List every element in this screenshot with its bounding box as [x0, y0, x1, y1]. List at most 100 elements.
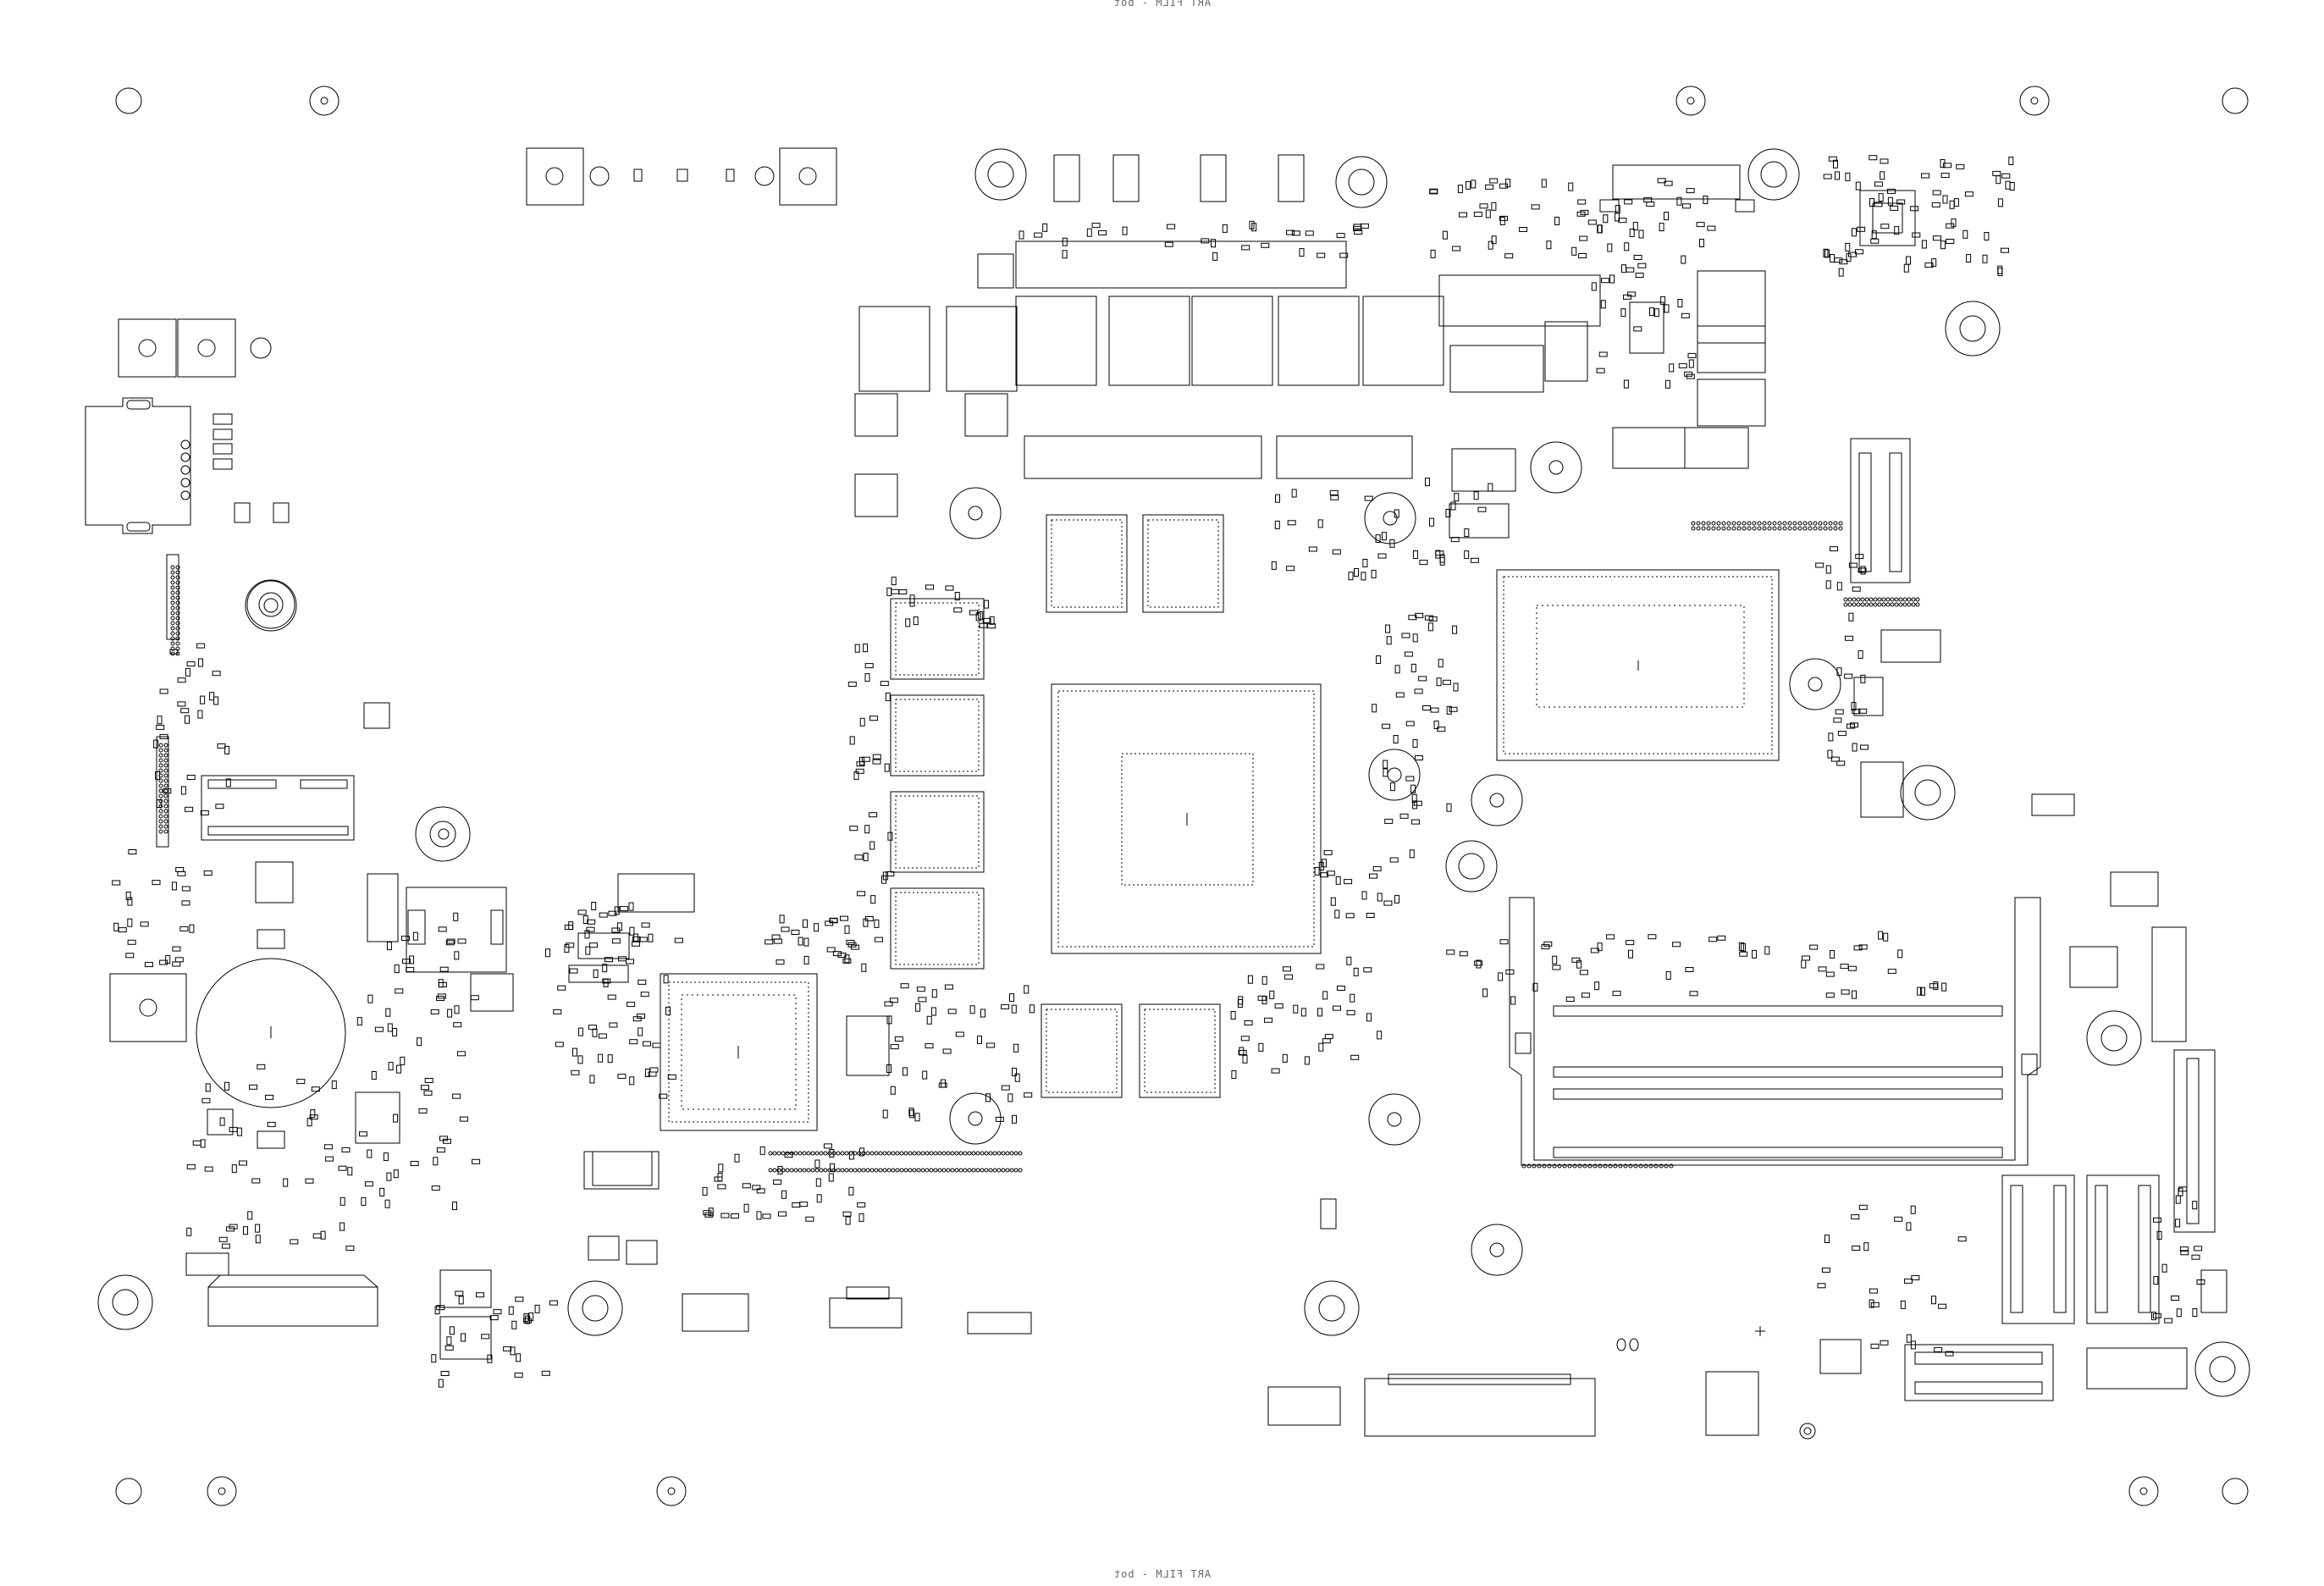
passive-component: [1329, 489, 1339, 495]
passive-component: [1489, 178, 1499, 184]
passive-component: [916, 986, 925, 992]
passive-component: [251, 1178, 261, 1184]
passive-component: [603, 978, 609, 987]
header-pin: [170, 611, 175, 616]
passive-component: [1286, 229, 1294, 235]
passive-component: [1552, 964, 1561, 970]
passive-component: [2008, 157, 2014, 165]
header-pin: [175, 631, 180, 636]
passive-component: [2196, 1279, 2205, 1285]
header-pin: [929, 1168, 934, 1173]
passive-component: [555, 1042, 564, 1047]
passive-component: [1848, 612, 1854, 622]
passive-component: [1912, 232, 1921, 238]
passive-component: [1579, 235, 1588, 241]
header-pin: [802, 1151, 807, 1156]
passive-component: [385, 1008, 391, 1017]
header-pin: [1915, 602, 1920, 607]
passive-component: [457, 938, 466, 944]
passive-component: [201, 1097, 211, 1103]
passive-component: [174, 957, 184, 963]
header-pin: [920, 1151, 925, 1156]
header-pin: [869, 1168, 875, 1173]
passive-component: [908, 1108, 914, 1117]
passive-component: [872, 759, 881, 765]
header-pin: [158, 788, 163, 793]
header-pin: [1736, 521, 1742, 526]
passive-component: [1815, 562, 1824, 568]
passive-component: [1485, 184, 1494, 190]
passive-component: [224, 745, 230, 754]
header-pin: [163, 809, 168, 814]
passive-component: [1681, 312, 1690, 318]
passive-component: [1439, 554, 1445, 563]
passive-component: [1249, 220, 1255, 229]
passive-component: [1921, 173, 1930, 179]
passive-component: [231, 1164, 237, 1174]
passive-component: [1543, 941, 1553, 947]
passive-component: [762, 1213, 771, 1219]
passive-component: [1314, 866, 1320, 876]
passive-component: [1615, 213, 1620, 222]
passive-component: [1399, 813, 1409, 819]
passive-component: [1764, 946, 1770, 955]
header-pin: [768, 1168, 773, 1173]
passive-component: [1410, 819, 1420, 825]
passive-component: [186, 661, 196, 667]
passive-component: [440, 1371, 450, 1376]
header-pin: [175, 611, 180, 616]
passive-component: [1676, 196, 1682, 206]
passive-component: [192, 1140, 201, 1146]
passive-component: [1376, 655, 1382, 664]
passive-component: [858, 1213, 864, 1222]
passive-component: [306, 1118, 312, 1127]
passive-component: [918, 997, 927, 1003]
passive-component: [1326, 870, 1335, 876]
header-pin: [158, 743, 163, 748]
passive-component: [1408, 615, 1417, 621]
passive-component: [1261, 242, 1270, 248]
header-pin: [886, 1168, 892, 1173]
passive-component: [703, 1210, 712, 1216]
passive-component: [159, 959, 168, 965]
passive-component: [1453, 682, 1459, 692]
passive-component: [2194, 1246, 2203, 1252]
passive-component: [1635, 273, 1644, 278]
header-pin: [1757, 521, 1762, 526]
header-pin: [836, 1151, 841, 1156]
passive-component: [591, 902, 597, 910]
header-pin: [1813, 526, 1818, 531]
passive-component: [1597, 942, 1603, 952]
passive-component: [1883, 932, 1889, 942]
passive-component: [1322, 859, 1327, 868]
passive-component: [417, 1037, 422, 1047]
passive-component: [1383, 760, 1388, 769]
passive-component: [1308, 546, 1317, 552]
passive-component: [941, 1079, 946, 1088]
header-pin: [1005, 1168, 1010, 1173]
passive-component: [638, 1027, 643, 1036]
passive-component: [454, 951, 460, 960]
header-pin: [158, 804, 163, 809]
passive-component: [1946, 223, 1955, 229]
passive-component: [1375, 534, 1381, 544]
passive-component: [309, 1114, 318, 1120]
header-pin: [793, 1168, 798, 1173]
passive-component: [159, 688, 168, 694]
passive-component: [1350, 1054, 1360, 1060]
passive-component: [1601, 278, 1609, 284]
passive-component: [1383, 900, 1393, 906]
passive-component: [489, 1315, 499, 1321]
header-pin: [158, 773, 163, 778]
vrm-inductors: [854, 154, 1601, 539]
passive-component: [1531, 204, 1540, 210]
passive-component: [1244, 1020, 1253, 1025]
passive-component: [1348, 572, 1354, 581]
passive-component: [814, 1159, 820, 1169]
header-pin: [1907, 597, 1912, 602]
header-pin: [1608, 1163, 1613, 1169]
passive-component: [1317, 252, 1326, 258]
passive-component: [367, 994, 373, 1003]
passive-component: [1648, 934, 1657, 940]
passive-component: [383, 1152, 389, 1162]
